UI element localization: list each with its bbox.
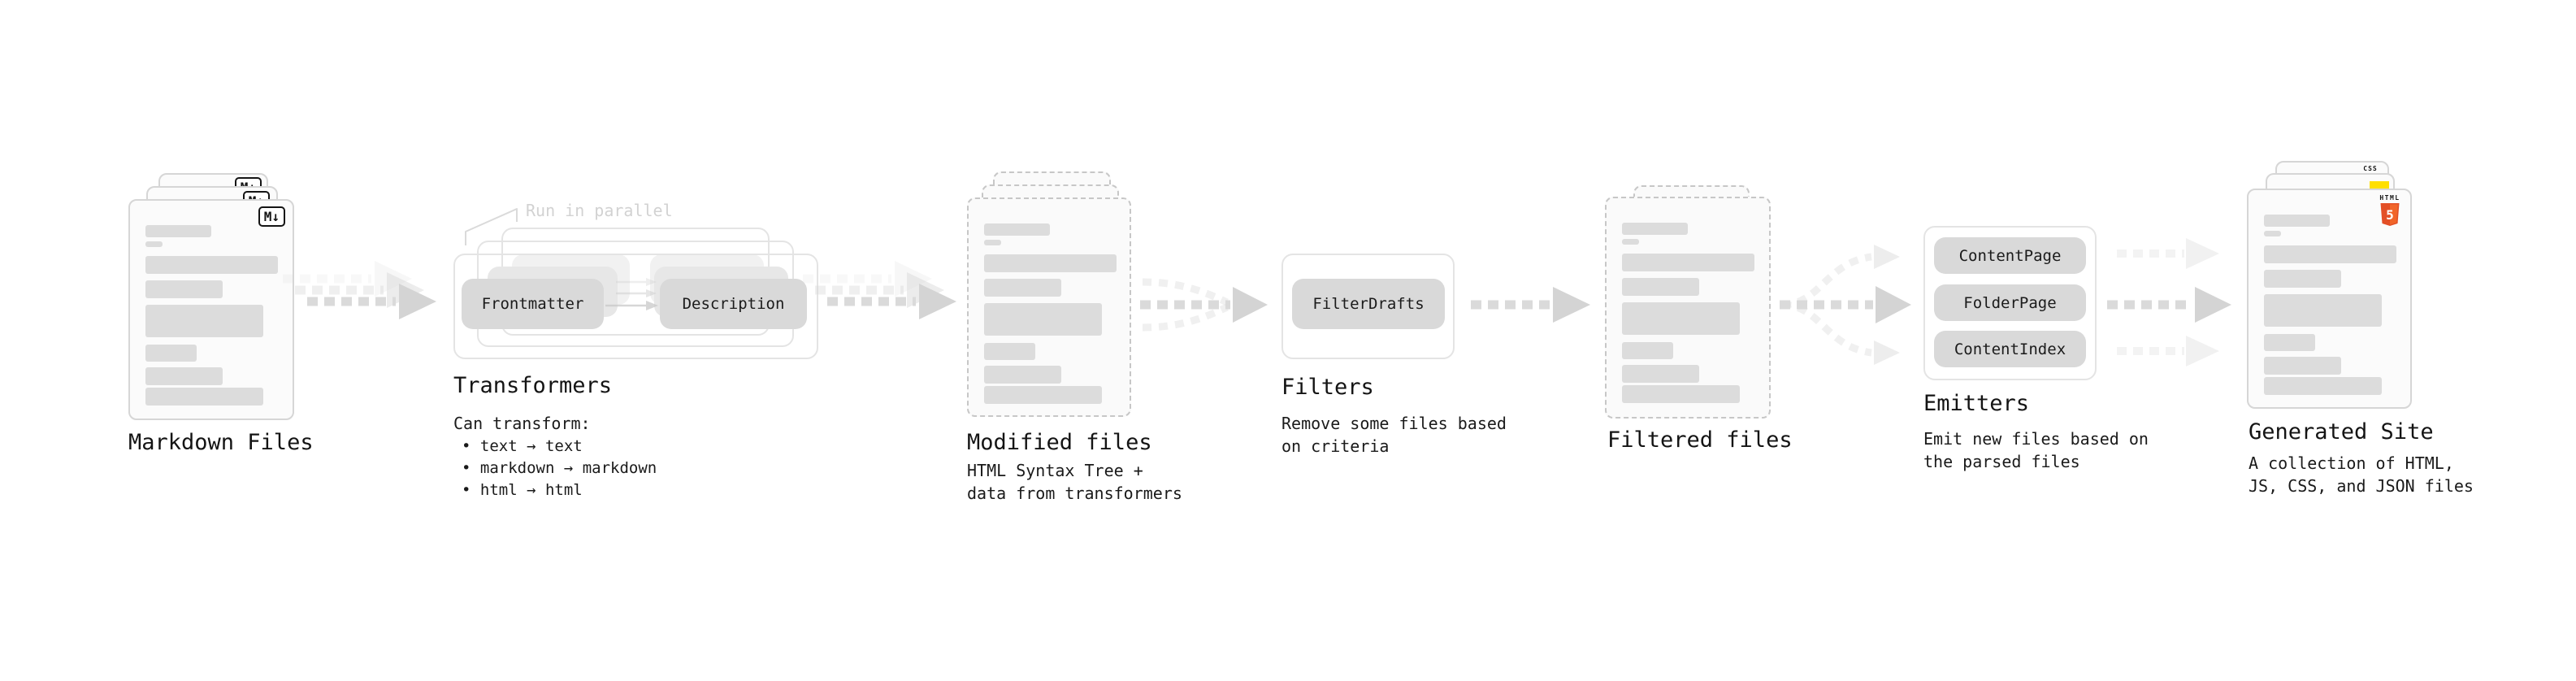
- transform-bullet: markdown → markdown: [462, 458, 657, 479]
- arrow-emitters-to-site-top: [2117, 238, 2219, 269]
- placeholder-bar: [145, 225, 211, 237]
- placeholder-bar: [2264, 215, 2330, 227]
- generated-site-label: Generated Site: [2249, 419, 2434, 445]
- placeholder-bar: [1622, 302, 1740, 335]
- placeholder-bar: [2264, 357, 2341, 375]
- transformers-label: Transformers: [453, 373, 613, 398]
- filtered-file-card-front: [1605, 197, 1771, 419]
- markdown-files-label: Markdown Files: [128, 430, 314, 455]
- placeholder-bar: [1622, 365, 1699, 383]
- transformers-caption-title: Can transform:: [453, 414, 591, 433]
- contentpage-pill: ContentPage: [1934, 237, 2086, 274]
- placeholder-bar: [984, 343, 1035, 360]
- placeholder-bar: [2264, 334, 2315, 351]
- placeholder-bar: [2264, 231, 2281, 236]
- transformers-bullet-list: text → text markdown → markdown html → h…: [462, 436, 657, 501]
- placeholder-bar: [984, 254, 1117, 272]
- filters-label: Filters: [1281, 375, 1374, 400]
- placeholder-bar: [984, 240, 1001, 245]
- placeholder-bar: [145, 241, 163, 247]
- site-file-card-html: HTML 5: [2247, 189, 2412, 409]
- placeholder-bar: [145, 256, 278, 274]
- placeholder-bar: [984, 303, 1102, 336]
- html5-icon: HTML 5: [2376, 194, 2404, 228]
- placeholder-bar: [1622, 342, 1673, 359]
- parallel-callout-line: [465, 208, 518, 245]
- arrow-markdown-to-transformers: [283, 261, 436, 319]
- placeholder-bar: [984, 279, 1061, 297]
- placeholder-bar: [984, 366, 1061, 384]
- placeholder-bar: [984, 223, 1050, 236]
- modified-files-caption: HTML Syntax Tree + data from transformer…: [967, 461, 1182, 503]
- transform-bullet: text → text: [462, 436, 657, 458]
- placeholder-bar: [1622, 385, 1740, 403]
- placeholder-bar: [1622, 254, 1754, 271]
- transform-arrows-icon: [605, 278, 658, 310]
- run-in-parallel-note: Run in parallel: [526, 201, 673, 220]
- folderpage-pill: FolderPage: [1934, 284, 2086, 321]
- placeholder-bar: [145, 280, 223, 298]
- filtered-files-label: Filtered files: [1607, 427, 1793, 453]
- emitters-box: [1923, 226, 2097, 380]
- modified-files-label: Modified files: [967, 430, 1152, 455]
- placeholder-bar: [2264, 377, 2382, 395]
- filters-box: [1281, 254, 1455, 359]
- contentindex-pill: ContentIndex: [1934, 331, 2086, 367]
- placeholder-bar: [1622, 223, 1688, 235]
- placeholder-bar: [145, 388, 263, 406]
- description-pill: Description: [660, 279, 807, 329]
- transform-bullet: html → html: [462, 479, 657, 501]
- arrow-emitters-to-site-middle: [2107, 287, 2231, 323]
- filters-caption: Remove some files based on criteria: [1281, 414, 1507, 456]
- arrow-modified-to-filters-converge: [1140, 278, 1268, 332]
- arrow-filtered-to-emitters-diverge: [1780, 245, 1911, 365]
- arrow-transformers-to-modified: [803, 261, 956, 319]
- emitters-caption: Emit new files based on the parsed files: [1923, 429, 2149, 471]
- placeholder-bar: [2264, 294, 2382, 327]
- frontmatter-pill: Frontmatter: [462, 279, 604, 329]
- svg-text:5: 5: [2386, 207, 2394, 223]
- modified-file-card-front: [967, 197, 1131, 417]
- markdown-file-card-front: M↓: [128, 199, 294, 420]
- placeholder-bar: [145, 305, 263, 337]
- emitters-label: Emitters: [1923, 391, 2030, 416]
- arrow-emitters-to-site-bottom: [2117, 336, 2219, 367]
- placeholder-bar: [2264, 270, 2341, 288]
- filterdrafts-pill: FilterDrafts: [1292, 279, 1445, 329]
- generated-site-caption: A collection of HTML, JS, CSS, and JSON …: [2249, 453, 2474, 496]
- placeholder-bar: [1622, 278, 1699, 296]
- markdown-icon: M↓: [258, 206, 285, 227]
- arrow-filters-to-filtered: [1471, 287, 1590, 323]
- placeholder-bar: [984, 386, 1102, 404]
- placeholder-bar: [2264, 245, 2396, 263]
- placeholder-bar: [145, 367, 223, 385]
- placeholder-bar: [1622, 239, 1639, 245]
- placeholder-bar: [145, 345, 197, 362]
- transformer-box-front: [453, 254, 818, 359]
